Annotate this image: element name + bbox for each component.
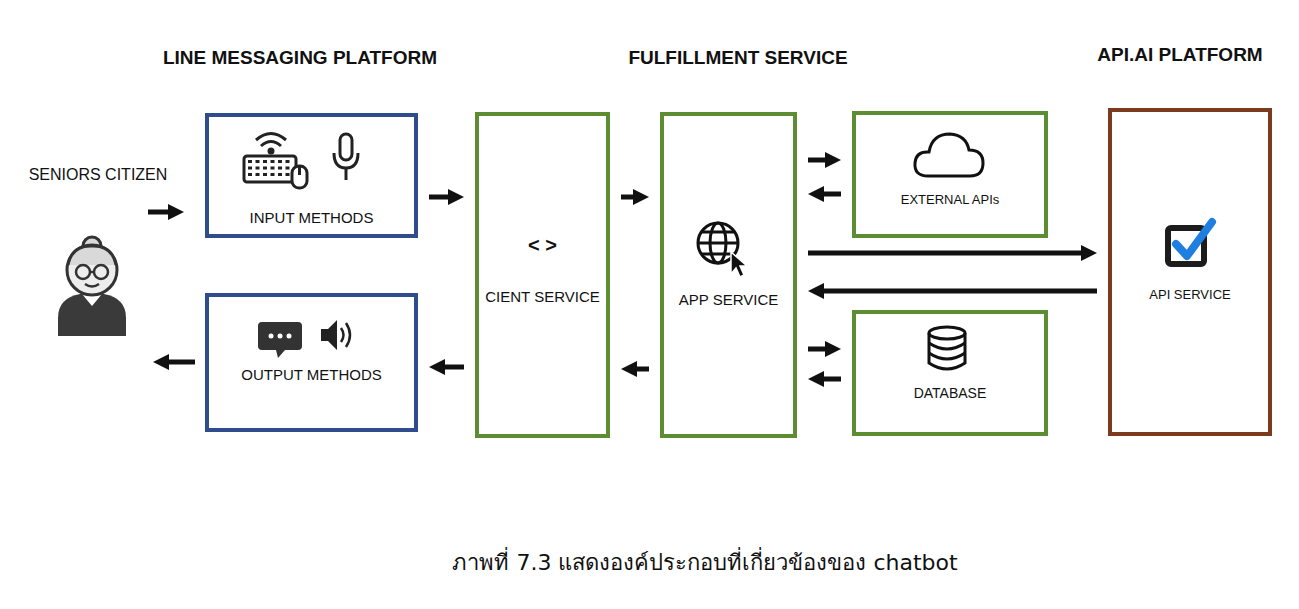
icon-stroke — [256, 173, 260, 176]
icon-stroke — [701, 231, 735, 234]
flow-arrow — [820, 377, 841, 382]
flow-arrow — [441, 365, 464, 370]
icon-stroke — [256, 160, 260, 163]
icon-stroke — [248, 160, 252, 163]
flow-arrow — [633, 367, 649, 372]
platform-heading: FULFILLMENT SERVICE — [628, 47, 847, 70]
icon-stroke — [248, 173, 252, 176]
icon-stroke — [731, 252, 747, 277]
flow-arrow — [621, 195, 637, 200]
flow-arrow — [808, 158, 829, 163]
cloud-icon — [915, 134, 983, 176]
box-label: EXTERNAL APIs — [901, 192, 1000, 208]
icon-stroke — [269, 334, 274, 339]
external-apis-box: EXTERNAL APIs — [852, 111, 1048, 238]
database-icon — [929, 327, 965, 369]
icon-stroke — [292, 166, 307, 188]
client-service-box: < > CIENT SERVICE — [475, 112, 610, 438]
api-service-box: API SERVICE — [1108, 108, 1272, 436]
icon-stroke — [345, 168, 348, 180]
user-input-arrow — [148, 210, 172, 215]
icon-stroke — [929, 353, 965, 359]
icon-stroke — [286, 173, 290, 176]
icon-stroke — [341, 328, 344, 342]
box-label: OUTPUT METHODS — [241, 366, 382, 384]
icon-stroke — [261, 142, 281, 147]
speaker-icon — [321, 320, 350, 350]
speech-bubble-icon — [258, 322, 302, 358]
icon-stroke — [340, 134, 352, 160]
icon-stroke — [67, 245, 117, 295]
platform-heading: API.AI PLATFORM — [1097, 44, 1262, 67]
keyboard-icon — [244, 134, 307, 189]
icon-stroke — [278, 167, 282, 170]
app-service-box: APP SERVICE — [660, 112, 797, 438]
icon-stroke — [244, 156, 296, 182]
icon-stroke — [94, 265, 108, 279]
icon-stroke — [286, 160, 290, 163]
box-label: APP SERVICE — [679, 291, 779, 309]
icon-stroke — [929, 343, 965, 349]
icon-stroke — [287, 334, 292, 339]
icon-stroke — [271, 167, 275, 170]
flow-arrow — [808, 347, 829, 352]
icon-stroke — [701, 253, 735, 256]
icon-stroke — [271, 173, 275, 176]
icon-stroke — [269, 149, 273, 153]
icon-stroke — [76, 265, 90, 279]
icon-stroke — [248, 160, 290, 176]
microphone-icon — [334, 134, 358, 180]
code-symbol: < > — [528, 233, 557, 257]
flow-arrow — [820, 192, 841, 197]
icon-stroke — [90, 271, 94, 274]
icon-stroke — [929, 327, 965, 339]
api-checkbox-icon — [1168, 222, 1212, 264]
icon-stroke — [1176, 222, 1212, 256]
flow-arrow — [429, 195, 452, 200]
icon-stroke — [263, 173, 267, 176]
icon-stroke — [278, 160, 282, 163]
output-methods-box: OUTPUT METHODS — [205, 293, 418, 432]
icon-stroke — [929, 333, 965, 369]
box-label: API SERVICE — [1149, 287, 1230, 303]
flow-arrow — [820, 289, 1097, 294]
senior-person-icon — [58, 237, 126, 336]
icon-stroke — [271, 160, 275, 163]
icon-stroke — [256, 167, 260, 170]
input-methods-box: INPUT METHODS — [205, 113, 418, 238]
icon-stroke — [263, 160, 267, 163]
icon-stroke — [915, 134, 983, 176]
icon-stroke — [346, 323, 350, 347]
icon-stroke — [58, 294, 126, 336]
flow-arrow — [808, 251, 1085, 256]
figure-caption: ภาพที่ 7.3 แสดงองค์ประกอบที่เกี่ยวข้องขอ… — [452, 550, 957, 576]
actor-label: SENIORS CITIZEN — [29, 165, 168, 184]
user-output-arrow — [165, 360, 195, 365]
icon-stroke — [256, 134, 286, 141]
icon-stroke — [278, 173, 282, 176]
icon-stroke — [321, 320, 337, 350]
icon-stroke — [278, 334, 283, 339]
icon-stroke — [85, 284, 99, 287]
icon-stroke — [68, 246, 116, 265]
icon-stroke — [263, 167, 267, 170]
icon-stroke — [286, 167, 290, 170]
box-label: DATABASE — [914, 385, 987, 402]
box-label: INPUT METHODS — [250, 209, 374, 227]
web-globe-icon — [698, 223, 747, 277]
icon-stroke — [698, 242, 738, 245]
icon-stroke — [298, 166, 301, 175]
platform-heading: LINE MESSAGING PLATFORM — [163, 47, 437, 70]
database-box: DATABASE — [852, 310, 1048, 436]
icon-stroke — [258, 322, 302, 358]
box-label: CIENT SERVICE — [485, 288, 599, 306]
icon-stroke — [248, 167, 252, 170]
icon-stroke — [334, 153, 358, 168]
